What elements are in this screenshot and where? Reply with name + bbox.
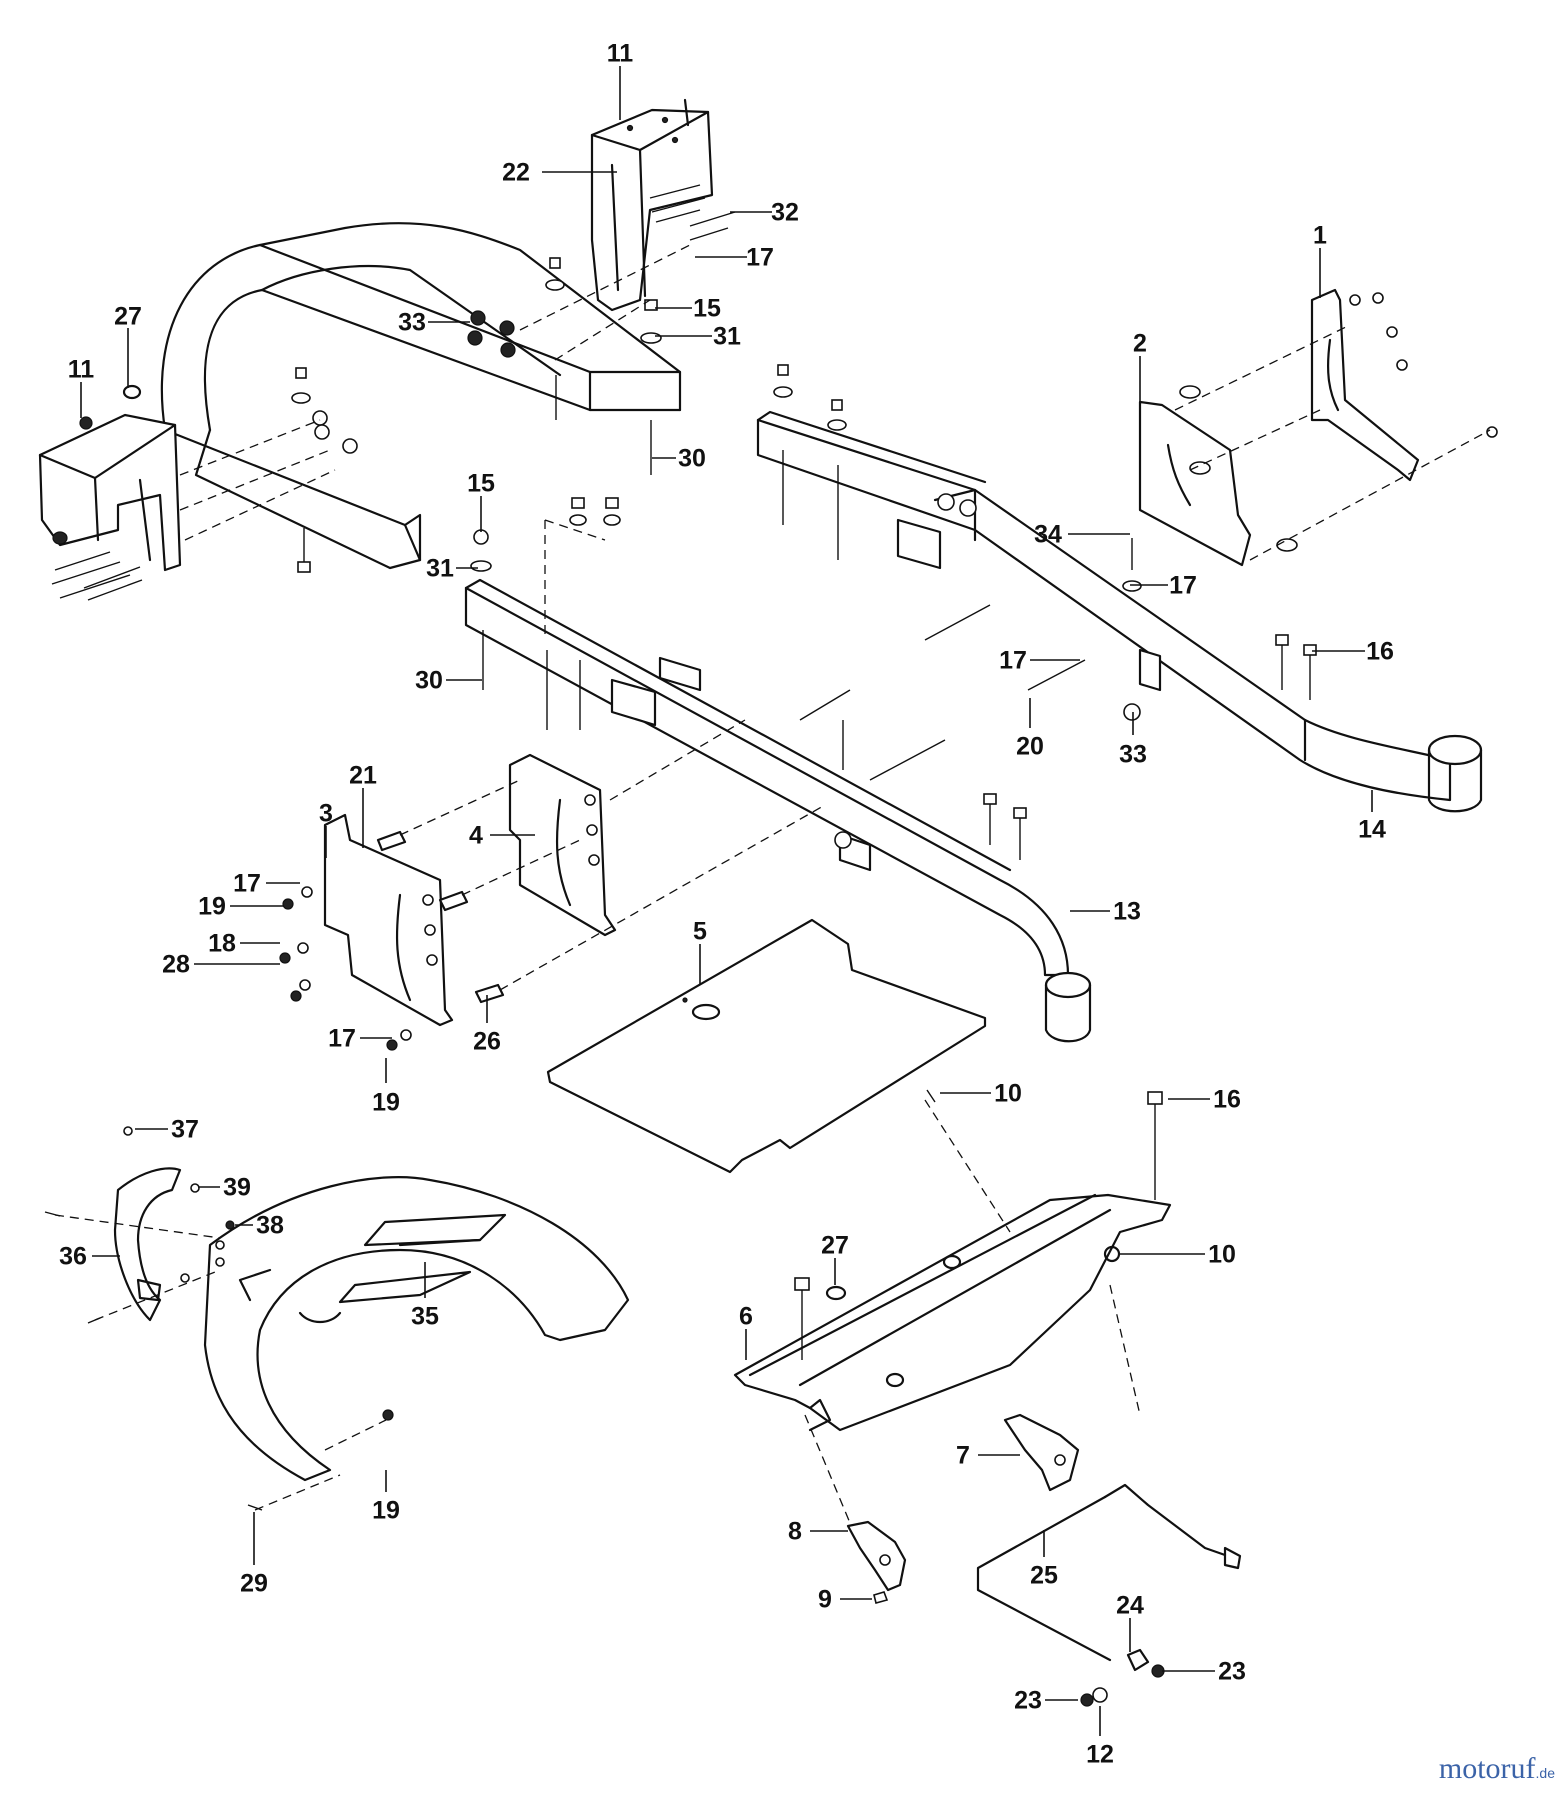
callout-c26: 26 — [473, 1028, 501, 1056]
watermark: motoruf.de — [1439, 1752, 1555, 1786]
callout-c28: 28 — [162, 951, 190, 979]
callout-c25: 25 — [1030, 1562, 1058, 1590]
callout-c21: 21 — [349, 762, 377, 790]
callout-c22: 22 — [502, 159, 530, 187]
bracket-7 — [1003, 1413, 1080, 1492]
callout-c6: 6 — [739, 1303, 753, 1331]
callout-c17b: 17 — [1169, 572, 1197, 600]
seat-support-6 — [733, 1089, 1172, 1536]
plate-1 — [1310, 288, 1498, 482]
callout-c19c: 19 — [372, 1497, 400, 1525]
callout-c39: 39 — [223, 1174, 251, 1202]
callout-c17e: 17 — [328, 1025, 356, 1053]
callout-c37: 37 — [171, 1116, 199, 1144]
callout-c5: 5 — [693, 918, 707, 946]
callout-c30b: 30 — [415, 667, 443, 695]
callout-c32: 32 — [771, 199, 799, 227]
callout-c31a: 31 — [713, 323, 741, 351]
callout-c29: 29 — [240, 1570, 268, 1598]
callout-c38: 38 — [256, 1212, 284, 1240]
callout-c10a: 10 — [994, 1080, 1022, 1108]
callout-c17a: 17 — [746, 244, 774, 272]
fender-36 — [44, 1126, 394, 1511]
callout-c31b: 31 — [426, 555, 454, 583]
callout-c19a: 19 — [198, 893, 226, 921]
callout-c27b: 27 — [821, 1232, 849, 1260]
floor-plate-5 — [546, 918, 987, 1174]
linkage-rod-25 — [976, 1483, 1242, 1707]
callout-c15a: 15 — [693, 295, 721, 323]
callout-c1: 1 — [1313, 222, 1327, 250]
callout-c4: 4 — [469, 822, 483, 850]
callout-c30a: 30 — [678, 445, 706, 473]
callout-c18: 18 — [208, 930, 236, 958]
callout-c16b: 16 — [1213, 1086, 1241, 1114]
fender-35 — [203, 1176, 630, 1482]
callout-c17c: 17 — [999, 647, 1027, 675]
callout-c17d: 17 — [233, 870, 261, 898]
left-frame-hardware — [179, 367, 358, 573]
callout-c13: 13 — [1113, 898, 1141, 926]
callout-c11a: 11 — [607, 40, 634, 68]
watermark-brand: motoruf — [1438, 1752, 1536, 1785]
callout-c35: 35 — [411, 1303, 439, 1331]
callout-c9: 9 — [818, 1586, 832, 1614]
seat-plate-3 — [323, 813, 454, 1027]
callout-c33b: 33 — [1119, 741, 1147, 769]
callout-c7: 7 — [956, 1442, 970, 1470]
handle-frame-loop — [160, 222, 682, 570]
callout-c8: 8 — [788, 1518, 802, 1546]
callout-c23b: 23 — [1014, 1687, 1042, 1715]
callout-c20: 20 — [1016, 733, 1044, 761]
callout-c34: 34 — [1034, 521, 1062, 549]
callout-c2: 2 — [1133, 330, 1147, 358]
seat-plate-4 — [279, 719, 826, 1051]
bracket-11-left — [38, 384, 182, 601]
frame-rail-13 — [464, 497, 1092, 1043]
callout-c11b: 11 — [68, 356, 95, 384]
callout-c12: 12 — [1086, 1741, 1114, 1769]
callout-c23a: 23 — [1218, 1658, 1246, 1686]
callout-c36: 36 — [59, 1243, 87, 1271]
frame-rail-14 — [756, 364, 1483, 813]
plate-2 — [1138, 324, 1491, 567]
callout-c14: 14 — [1358, 816, 1386, 844]
callout-c19b: 19 — [372, 1089, 400, 1117]
callout-c3: 3 — [319, 800, 333, 828]
watermark-tld: .de — [1535, 1765, 1555, 1781]
callout-c27a: 27 — [114, 303, 142, 331]
callout-c33a: 33 — [398, 309, 426, 337]
callout-c10b: 10 — [1208, 1241, 1236, 1269]
callout-c15b: 15 — [467, 470, 495, 498]
callout-c16a: 16 — [1366, 638, 1394, 666]
callout-c24: 24 — [1116, 1592, 1144, 1620]
bracket-11-top — [590, 98, 714, 312]
bracket-8 — [846, 1520, 907, 1604]
